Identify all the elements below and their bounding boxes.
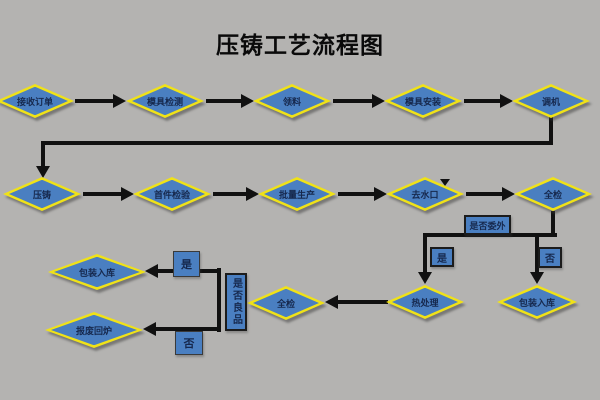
arrowhead-right: [502, 187, 515, 201]
arrow-line: [466, 192, 502, 196]
node-label: 报废回炉: [75, 325, 112, 336]
node-packing-warehouse-left: 包装入库: [48, 254, 146, 290]
node-mold-install: 模具安装: [384, 84, 462, 118]
node-scrap-remelt: 报废回炉: [45, 312, 143, 348]
connector-line: [423, 233, 427, 273]
node-label: 首件检验: [153, 189, 190, 200]
node-label: 去水口: [411, 189, 439, 200]
arrowhead-left: [325, 295, 338, 309]
node-gate-removal: 去水口: [386, 177, 464, 211]
arrowhead-right: [246, 187, 259, 201]
arrow-line: [338, 192, 374, 196]
node-label: 包装入库: [78, 267, 115, 278]
node-label: 批量生产: [278, 189, 315, 200]
arrow-line: [213, 192, 246, 196]
label-quality-no: 否: [175, 331, 203, 355]
arrowhead-right: [121, 187, 134, 201]
arrowhead-right: [372, 94, 385, 108]
label-quality-yes: 是: [173, 251, 200, 277]
no-label: 否: [183, 338, 195, 350]
arrow-line: [206, 99, 241, 103]
node-material-pickup: 领料: [253, 84, 331, 118]
label-outsource-no: 否: [538, 247, 562, 268]
node-label: 领料: [282, 96, 301, 107]
node-label: 全检: [276, 298, 295, 309]
node-label: 模具检测: [146, 96, 183, 107]
stray-arrowhead: [440, 179, 450, 186]
decision-label: 是否委外: [469, 220, 506, 231]
arrow-line: [464, 99, 500, 103]
node-label: 接收订单: [16, 96, 53, 107]
box-outsource-decision: 是否委外: [464, 215, 511, 235]
arrowhead-right: [113, 94, 126, 108]
arrow-line: [333, 99, 372, 103]
connector-line: [549, 117, 553, 143]
node-full-inspection-2: 全检: [247, 286, 325, 320]
arrow-line: [75, 99, 113, 103]
no-label: 否: [545, 254, 555, 265]
yes-label: 是: [437, 253, 447, 265]
connector-line: [423, 233, 557, 237]
connector-line: [41, 141, 45, 167]
arrowhead-down: [530, 272, 544, 284]
node-mass-production: 批量生产: [258, 177, 336, 211]
arrowhead-down: [418, 272, 432, 284]
node-label: 全检: [543, 189, 562, 200]
node-packing-warehouse-right: 包装入库: [497, 285, 577, 319]
arrowhead-right: [374, 187, 387, 201]
arrowhead-down: [36, 166, 50, 178]
node-machine-setup: 调机: [512, 84, 590, 118]
arrowhead-left: [145, 264, 158, 278]
node-heat-treatment: 热处理: [386, 285, 464, 319]
node-receive-order: 接收订单: [0, 84, 74, 118]
page-title: 压铸工艺流程图: [216, 32, 384, 58]
node-label: 模具安装: [404, 96, 441, 107]
arrow-line: [155, 327, 219, 331]
node-full-inspection: 全检: [514, 177, 592, 211]
connector-line: [535, 233, 539, 273]
connector-line: [551, 211, 555, 235]
label-outsource-yes: 是: [430, 247, 454, 267]
arrowhead-left: [143, 322, 156, 336]
node-label: 压铸: [32, 189, 51, 200]
arrow-line: [83, 192, 121, 196]
box-quality-decision: 是否良品: [225, 273, 247, 331]
arrow-line: [337, 300, 388, 304]
decision-label: 是否良品: [230, 278, 242, 326]
node-first-article-inspection: 首件检验: [133, 177, 211, 211]
node-die-casting: 压铸: [3, 177, 81, 211]
arrowhead-right: [500, 94, 513, 108]
node-label: 热处理: [411, 297, 439, 308]
node-mold-inspection: 模具检测: [126, 84, 204, 118]
node-label: 包装入库: [518, 297, 555, 308]
connector-line: [41, 141, 553, 145]
yes-label: 是: [181, 259, 192, 271]
node-label: 调机: [541, 96, 560, 107]
arrowhead-right: [241, 94, 254, 108]
connector-line: [217, 268, 221, 332]
